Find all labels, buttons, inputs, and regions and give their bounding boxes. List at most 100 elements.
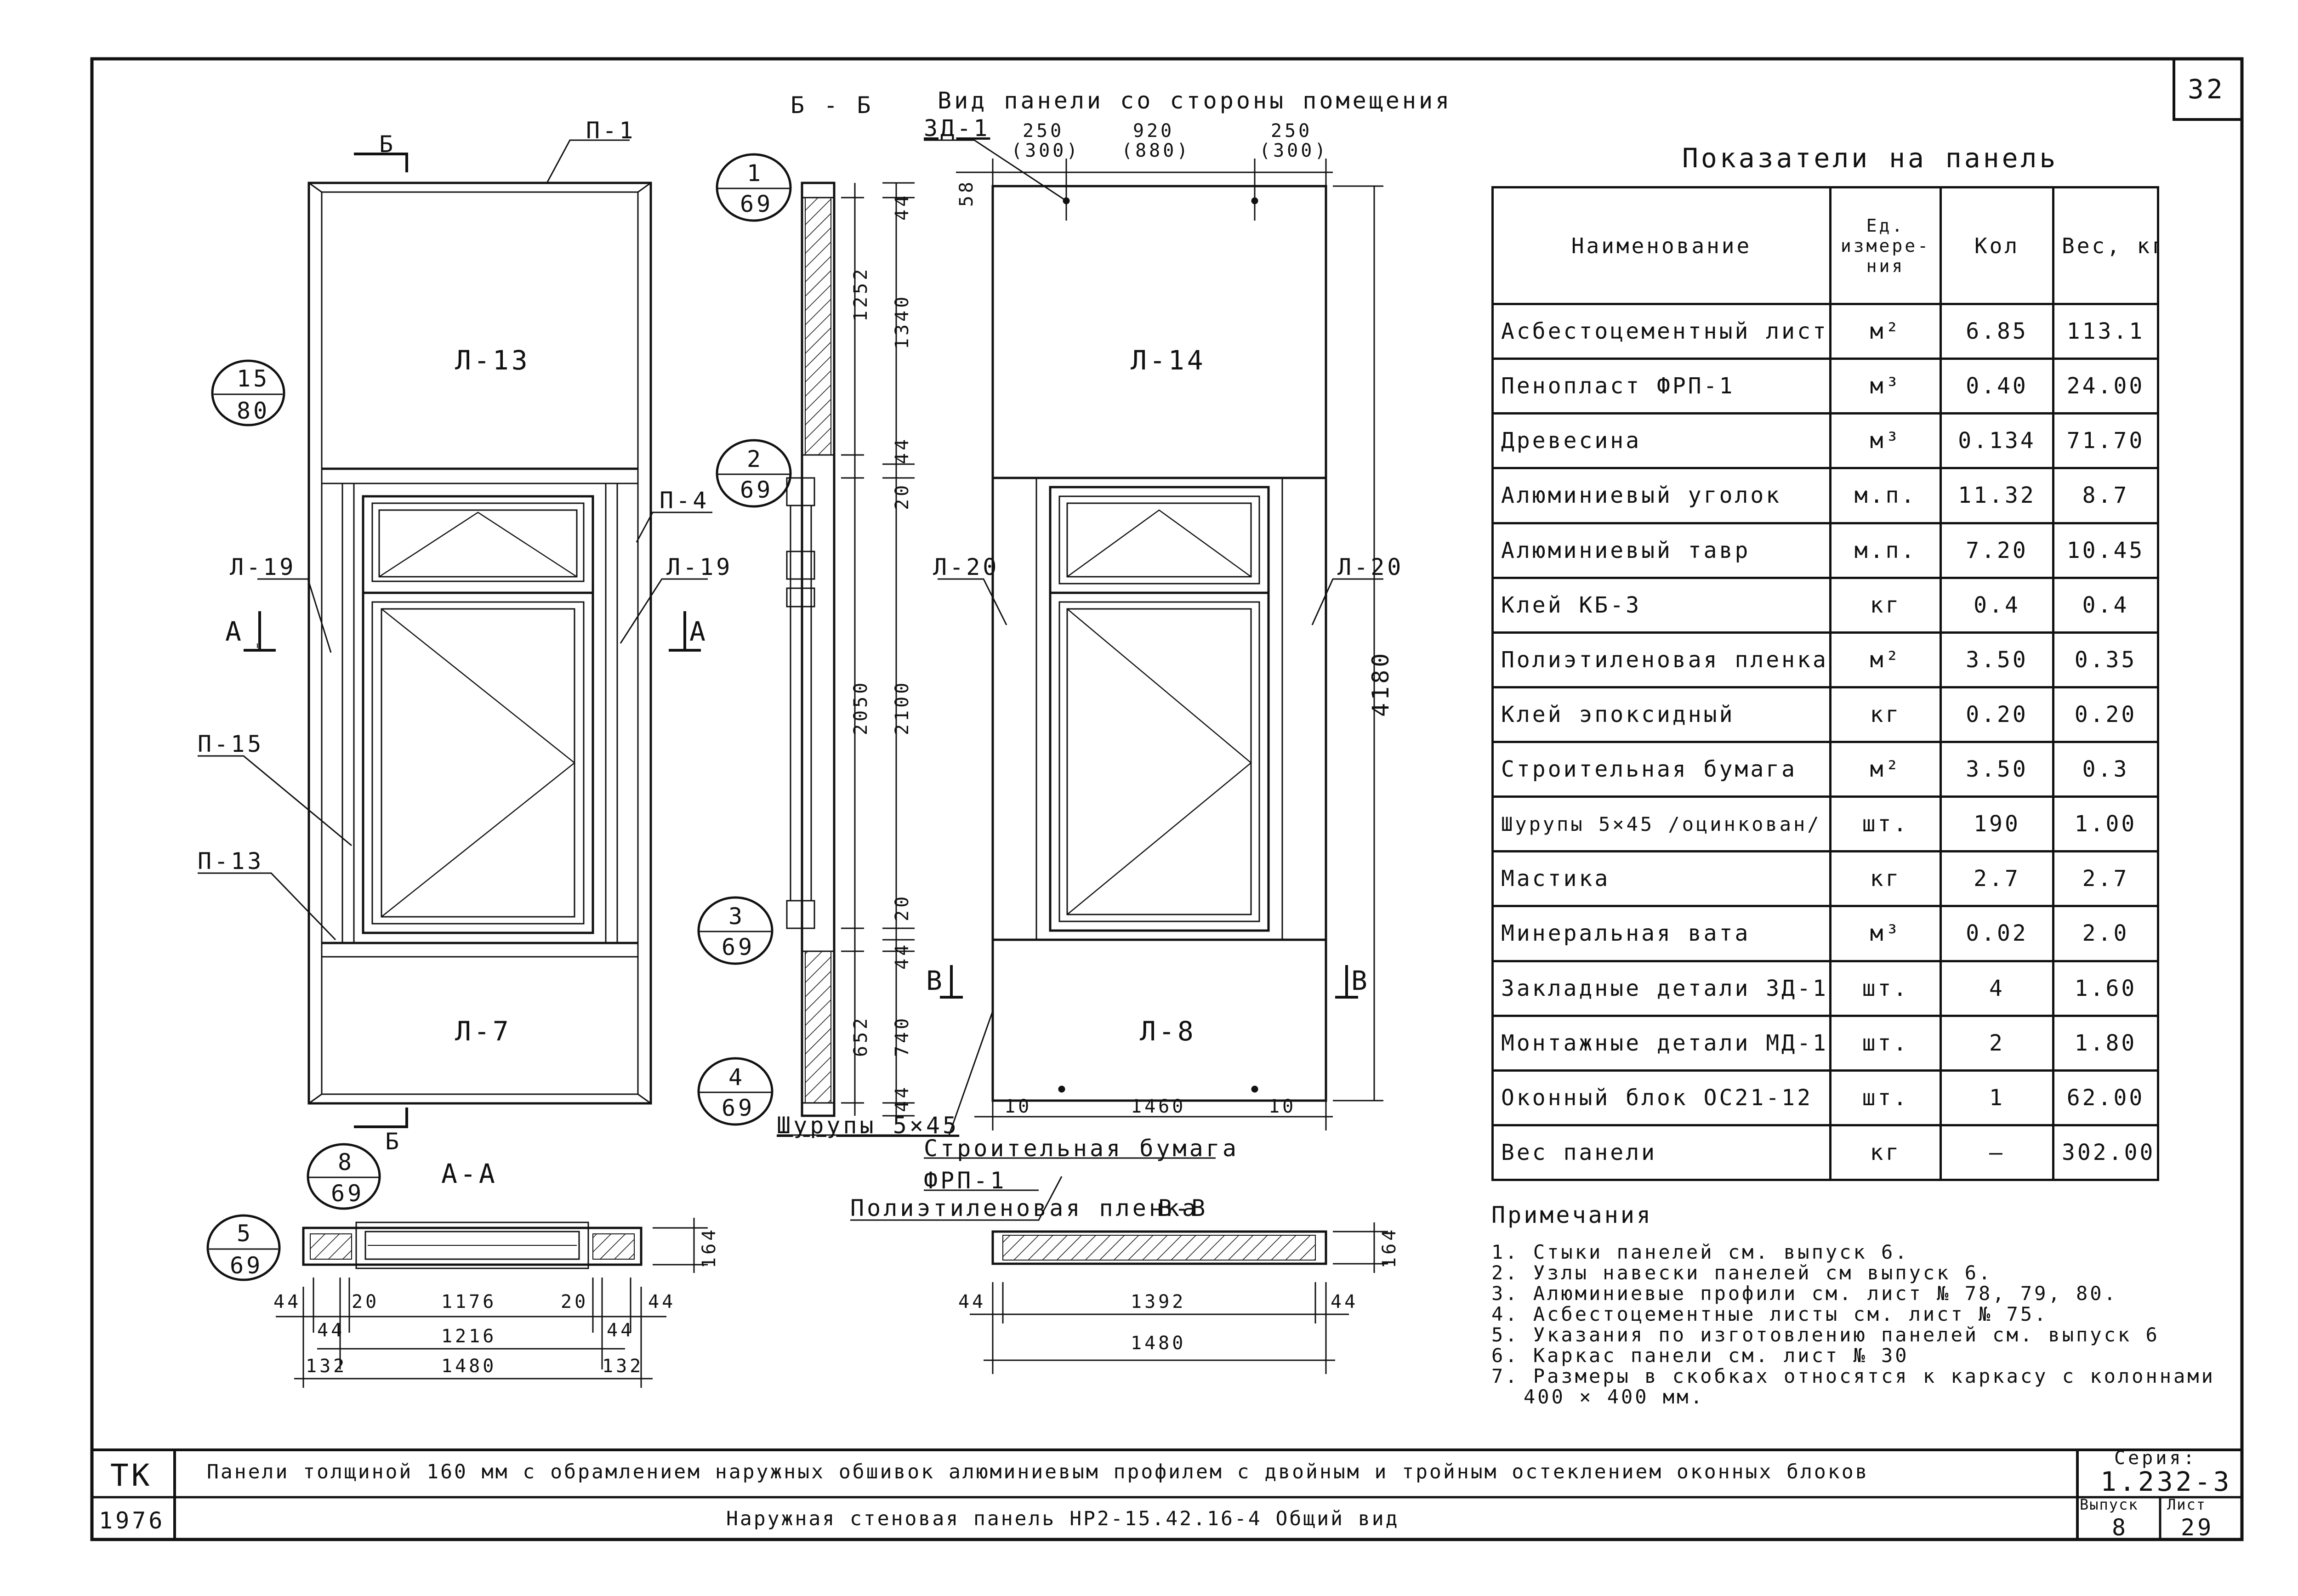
row-name: Алюминиевый тавр bbox=[1491, 522, 1832, 579]
node-ref-bottom: 69 bbox=[740, 191, 774, 217]
node-ref-top: 5 bbox=[237, 1220, 254, 1247]
row-name: Клей КБ-3 bbox=[1491, 576, 1832, 634]
row-qty: 0.20 bbox=[1940, 686, 2054, 744]
sheet-label: Лист bbox=[2167, 1496, 2207, 1513]
row-weight: 0.3 bbox=[2052, 740, 2159, 798]
title-block-code: ТК bbox=[110, 1458, 153, 1493]
sheet-l13: Л-13 bbox=[455, 345, 530, 376]
dim-vv-1480: 1480 bbox=[1131, 1333, 1186, 1354]
row-qty: 6.85 bbox=[1940, 302, 2054, 360]
section-bb-title: Б - Б bbox=[791, 92, 874, 119]
dim-2050: 2050 bbox=[850, 680, 871, 735]
dim-aa-20-left: 20 bbox=[352, 1291, 380, 1312]
title-block-subtitle: Наружная стеновая панель НР2-15.42.16-4 … bbox=[726, 1507, 1399, 1530]
label-l19-left: Л-19 bbox=[230, 554, 296, 580]
dim-top-middle: 920 bbox=[1133, 120, 1175, 142]
dim-height-4180: 4180 bbox=[1367, 650, 1394, 717]
row-name: Монтажные детали МД-1 bbox=[1491, 1014, 1832, 1072]
row-weight: 0.20 bbox=[2052, 686, 2159, 744]
section-vv-drawing bbox=[970, 1222, 1388, 1374]
row-unit: м.п. bbox=[1829, 522, 1942, 579]
title-block-title: Панели толщиной 160 мм с обрамлением нар… bbox=[207, 1460, 1869, 1483]
node-ref-top: 2 bbox=[747, 446, 764, 472]
node-ref-bottom: 69 bbox=[230, 1252, 263, 1279]
row-qty: 0.4 bbox=[1940, 576, 2054, 634]
row-qty: 2 bbox=[1940, 1014, 2054, 1072]
dim-aa-44-inner-left: 44 bbox=[317, 1320, 345, 1341]
cut-mark-v-right: В bbox=[1351, 965, 1370, 996]
row-qty: 11.32 bbox=[1940, 467, 2054, 524]
screws-label: Шурупы 5×45 bbox=[777, 1112, 960, 1139]
row-unit: м² bbox=[1829, 302, 1942, 360]
row-qty: — bbox=[1940, 1124, 2054, 1181]
node-ref-top: 1 bbox=[747, 160, 764, 187]
dim-aa-132-left: 132 bbox=[306, 1356, 347, 1377]
row-weight: 113.1 bbox=[2052, 302, 2159, 360]
indicators-title: Показатели на панель bbox=[1682, 142, 2059, 174]
row-weight: 24.00 bbox=[2052, 358, 2159, 415]
dim-aa-1480: 1480 bbox=[441, 1356, 497, 1377]
sheet-value: 29 bbox=[2181, 1514, 2214, 1541]
room-side-view-title: Вид панели со стороны помещения bbox=[938, 87, 1452, 114]
sheet-l7: Л-7 bbox=[455, 1016, 512, 1047]
node-ref-top: 8 bbox=[338, 1149, 355, 1176]
cut-mark-v-left: В bbox=[926, 965, 945, 996]
row-name: Пенопласт ФРП-1 bbox=[1491, 358, 1832, 415]
row-unit: шт. bbox=[1829, 795, 1942, 853]
row-weight: 62.00 bbox=[2052, 1069, 2159, 1126]
row-qty: 0.40 bbox=[1940, 358, 2054, 415]
dim-bottom-right: 10 bbox=[1268, 1096, 1297, 1117]
row-weight: 2.0 bbox=[2052, 905, 2159, 962]
cut-mark-a-right: А bbox=[689, 616, 708, 647]
sheet-number: 32 bbox=[2188, 74, 2225, 105]
row-name: Оконный блок ОС21-12 bbox=[1491, 1069, 1832, 1126]
row-name: Вес панели bbox=[1491, 1124, 1832, 1181]
note-item: 2. Узлы навески панелей см выпуск 6. bbox=[1491, 1261, 1993, 1284]
header-unit: Ед. измере-ния bbox=[1829, 186, 1942, 305]
cut-mark-b-top: Б bbox=[379, 131, 396, 158]
row-unit: кг bbox=[1829, 686, 1942, 744]
dim-aa-20-right: 20 bbox=[561, 1291, 589, 1312]
row-weight: 1.00 bbox=[2052, 795, 2159, 853]
row-unit: м² bbox=[1829, 740, 1942, 798]
dim-1340: 1340 bbox=[892, 294, 913, 349]
dim-2100: 2100 bbox=[892, 680, 913, 735]
note-item: 6. Каркас панели см. лист № 30 bbox=[1491, 1344, 1909, 1367]
row-unit: шт. bbox=[1829, 1014, 1942, 1072]
label-l20-left: Л-20 bbox=[933, 554, 1000, 580]
label-p15: П-15 bbox=[198, 731, 264, 757]
row-weight: 0.4 bbox=[2052, 576, 2159, 634]
notes-title: Примечания bbox=[1491, 1202, 1653, 1228]
row-weight: 1.80 bbox=[2052, 1014, 2159, 1072]
label-p1: П-1 bbox=[586, 117, 636, 144]
dim-vv-44-left: 44 bbox=[958, 1291, 986, 1312]
note-item: 7. Размеры в скобках относятся к каркасу… bbox=[1491, 1365, 2215, 1387]
dim-20: 20 bbox=[892, 482, 913, 510]
row-name: Закладные детали ЗД-1 bbox=[1491, 960, 1832, 1017]
dim-bottom-middle: 1460 bbox=[1131, 1096, 1186, 1117]
dim-aa-164: 164 bbox=[699, 1227, 720, 1268]
section-vv-title: В-В bbox=[1158, 1195, 1208, 1221]
dim-44: 44 bbox=[892, 193, 913, 221]
dim-aa-132-right: 132 bbox=[602, 1356, 644, 1377]
row-name: Алюминиевый уголок bbox=[1491, 467, 1832, 524]
row-unit: шт. bbox=[1829, 1069, 1942, 1126]
dim-aa-44-inner-right: 44 bbox=[607, 1320, 635, 1341]
row-unit: шт. bbox=[1829, 960, 1942, 1017]
node-ref-bottom: 69 bbox=[331, 1180, 364, 1207]
label-p4: П-4 bbox=[660, 487, 710, 514]
row-unit: м³ bbox=[1829, 358, 1942, 415]
dim-740: 740 bbox=[892, 1015, 913, 1057]
header-weight: Вес, кг bbox=[2052, 186, 2159, 305]
header-qty: Кол bbox=[1940, 186, 2054, 305]
row-name: Древесина bbox=[1491, 412, 1832, 470]
row-unit: кг bbox=[1829, 1124, 1942, 1181]
